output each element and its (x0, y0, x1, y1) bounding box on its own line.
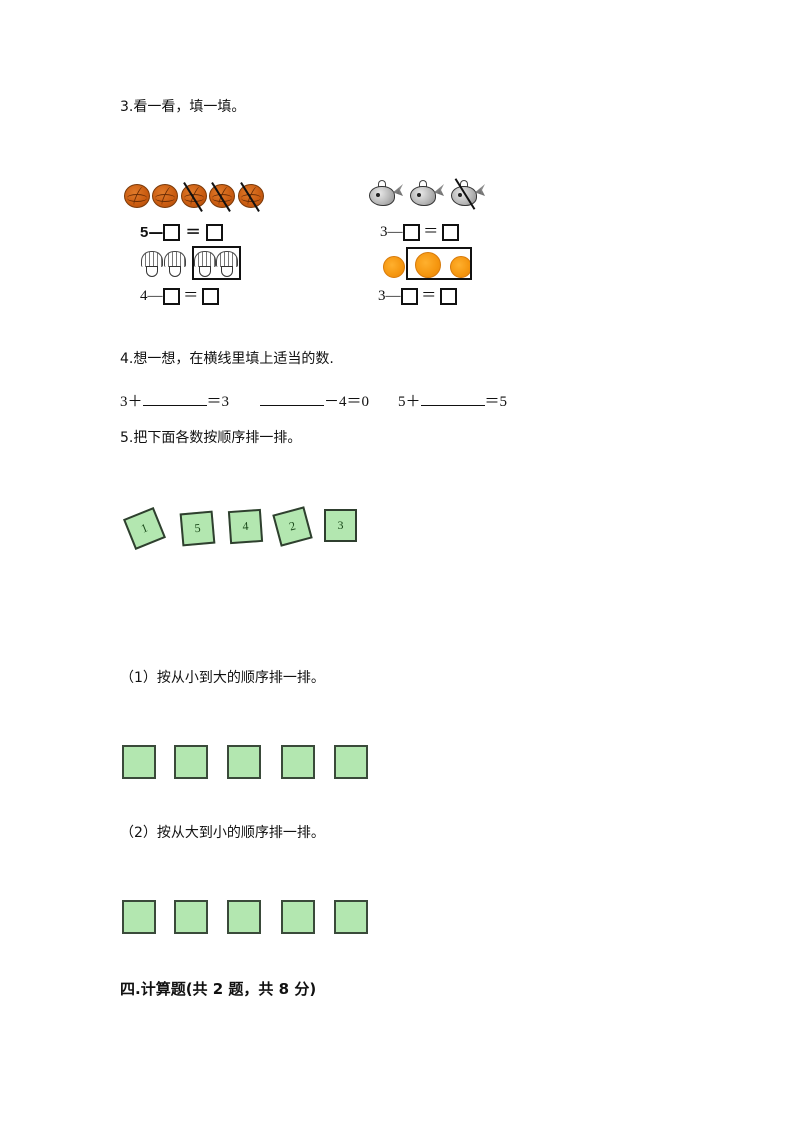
equation-orange: 3— ＝ (378, 286, 458, 306)
fill-blank-item: 5＋＝5 (398, 390, 507, 411)
part-2-label: （2）按从大到小的顺序排一排。 (120, 825, 325, 841)
question-4-title: 4.想一想，在横线里填上适当的数. (120, 351, 334, 367)
fill-blank-item: －4＝0 (260, 390, 369, 411)
blank-line[interactable] (142, 391, 207, 406)
answer-slot[interactable] (281, 900, 315, 934)
shuttlecock-icon (164, 251, 186, 279)
question-3-title: 3.看一看，填一填。 (120, 99, 246, 115)
whale-icon (410, 180, 444, 206)
answer-slot[interactable] (281, 745, 315, 779)
equation-shuttlecock: 4— ＝ (140, 286, 220, 306)
answer-slot[interactable] (334, 745, 368, 779)
answer-slot[interactable] (122, 900, 156, 934)
answer-box[interactable] (202, 288, 220, 306)
group-frame (406, 247, 472, 280)
equation-whale: 3— ＝ (380, 222, 460, 242)
answer-slot[interactable] (227, 900, 261, 934)
blank-line[interactable] (420, 391, 485, 406)
number-card: 4 (227, 508, 264, 545)
answer-box[interactable] (205, 224, 223, 241)
answer-slot[interactable] (122, 745, 156, 779)
number-card: 5 (179, 510, 216, 547)
question-5-title: 5.把下面各数按顺序排一排。 (120, 430, 302, 446)
answer-box[interactable] (400, 288, 418, 306)
number-card: 1 (123, 507, 166, 550)
basketball-icon (152, 184, 178, 208)
shuttlecock-icon (194, 251, 216, 279)
fill-blank-item: 3＋＝3 (120, 390, 229, 411)
answer-slot[interactable] (174, 900, 208, 934)
blank-line[interactable] (260, 391, 324, 406)
group-frame (192, 246, 241, 280)
section-4-heading: 四.计算题(共 2 题，共 8 分) (120, 980, 317, 998)
answer-box[interactable] (440, 288, 458, 306)
answer-box[interactable] (442, 224, 460, 242)
orange-circle-icon (383, 256, 405, 278)
whale-icon (369, 180, 403, 206)
shuttlecock-icon (141, 251, 163, 279)
answer-box[interactable] (162, 288, 180, 306)
answer-slot[interactable] (174, 745, 208, 779)
part-1-label: （1）按从小到大的顺序排一排。 (120, 670, 325, 686)
answer-slot[interactable] (227, 745, 261, 779)
answer-slot[interactable] (334, 900, 368, 934)
answer-box[interactable] (163, 224, 181, 241)
number-card: 2 (272, 506, 313, 547)
answer-box[interactable] (402, 224, 420, 242)
orange-circle-icon (415, 252, 441, 278)
number-card: 3 (324, 509, 357, 542)
shuttlecock-icon (216, 251, 238, 279)
equation-basketball: 5— ＝ (140, 222, 223, 243)
basketball-icon (124, 184, 150, 208)
